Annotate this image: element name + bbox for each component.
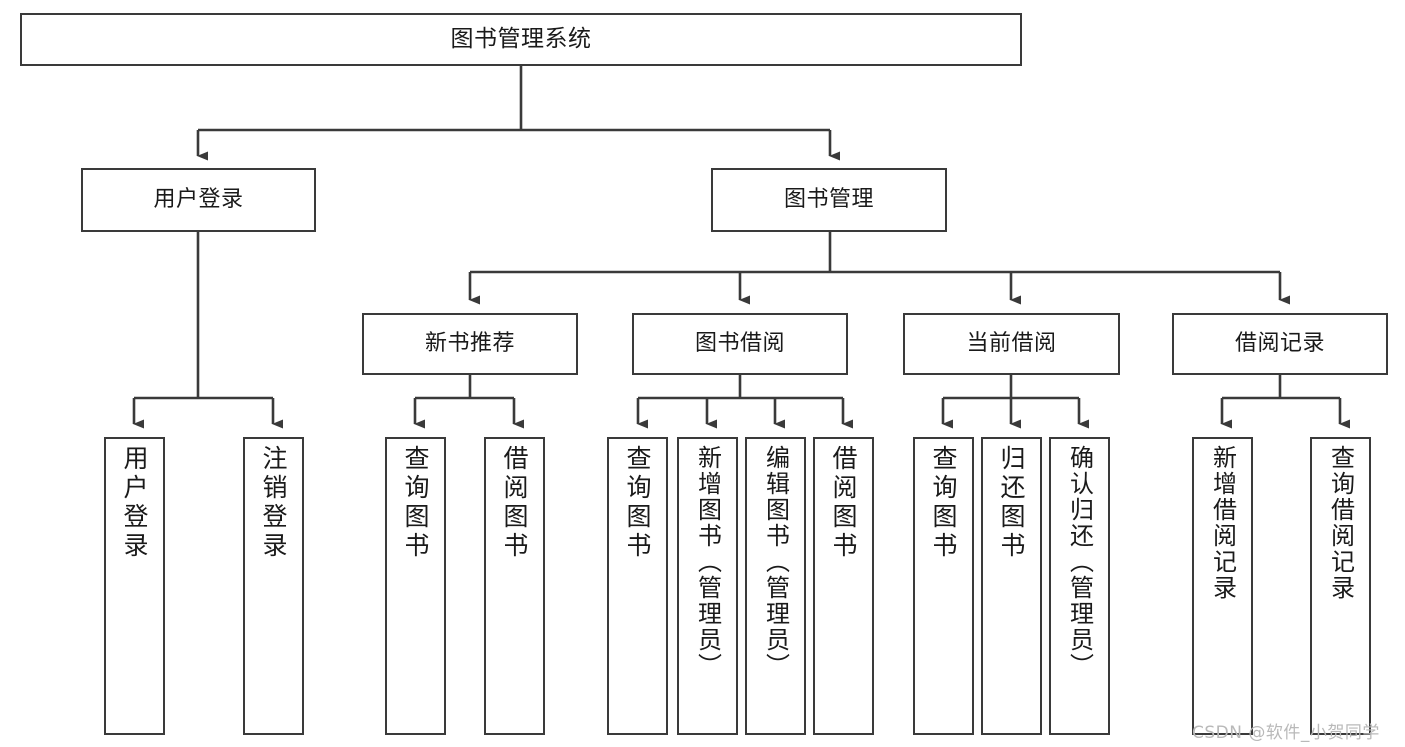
- node-user-login[interactable]: 用户登录: [81, 168, 316, 232]
- node-label: 当前借阅: [966, 331, 1057, 357]
- node-label: 图书借阅: [694, 331, 785, 357]
- node-label: 查询图书: [929, 445, 958, 561]
- node-borrowing-record[interactable]: 借阅记录: [1172, 313, 1388, 375]
- node-label: 新书推荐: [424, 331, 515, 357]
- node-book-management[interactable]: 图书管理: [711, 168, 947, 232]
- csdn-watermark: CSDN @软件_小贺同学: [1192, 723, 1380, 743]
- node-label: 新增借阅记录: [1208, 445, 1237, 601]
- node-root-book-management-system[interactable]: 图书管理系统: [20, 13, 1022, 66]
- node-label: 图书管理系统: [450, 25, 592, 52]
- leaf-edit-book-admin[interactable]: 编辑图书（管理员）: [745, 437, 806, 735]
- node-label: 借阅图书: [829, 445, 858, 561]
- node-label: 查询图书: [623, 445, 652, 561]
- node-label: 图书管理: [783, 187, 874, 213]
- node-label: 确认归还（管理员）: [1065, 445, 1094, 679]
- leaf-borrow-book-borrowing[interactable]: 借阅图书: [813, 437, 874, 735]
- leaf-confirm-return-admin[interactable]: 确认归还（管理员）: [1049, 437, 1110, 735]
- leaf-add-book-admin[interactable]: 新增图书（管理员）: [677, 437, 738, 735]
- leaf-query-book-new-recommendation[interactable]: 查询图书: [385, 437, 446, 735]
- leaf-query-borrowing-record[interactable]: 查询借阅记录: [1310, 437, 1371, 735]
- node-label: 借阅图书: [500, 445, 529, 561]
- node-label: 用户登录: [153, 187, 244, 213]
- node-label: 注销登录: [259, 445, 288, 561]
- node-label: 新增图书（管理员）: [693, 445, 722, 679]
- node-label: 归还图书: [997, 445, 1026, 561]
- node-label: 查询图书: [401, 445, 430, 561]
- node-current-borrowing[interactable]: 当前借阅: [903, 313, 1120, 375]
- node-label: 用户登录: [120, 445, 149, 561]
- node-new-book-recommendation[interactable]: 新书推荐: [362, 313, 578, 375]
- leaf-return-book[interactable]: 归还图书: [981, 437, 1042, 735]
- node-label: 借阅记录: [1234, 331, 1325, 357]
- node-label: 编辑图书（管理员）: [761, 445, 790, 679]
- node-book-borrowing[interactable]: 图书借阅: [632, 313, 848, 375]
- leaf-query-book-current[interactable]: 查询图书: [913, 437, 974, 735]
- leaf-query-book-borrowing[interactable]: 查询图书: [607, 437, 668, 735]
- leaf-borrow-book-new-recommendation[interactable]: 借阅图书: [484, 437, 545, 735]
- node-label: 查询借阅记录: [1326, 445, 1355, 601]
- leaf-logout[interactable]: 注销登录: [243, 437, 304, 735]
- leaf-add-borrowing-record[interactable]: 新增借阅记录: [1192, 437, 1253, 735]
- leaf-user-login[interactable]: 用户登录: [104, 437, 165, 735]
